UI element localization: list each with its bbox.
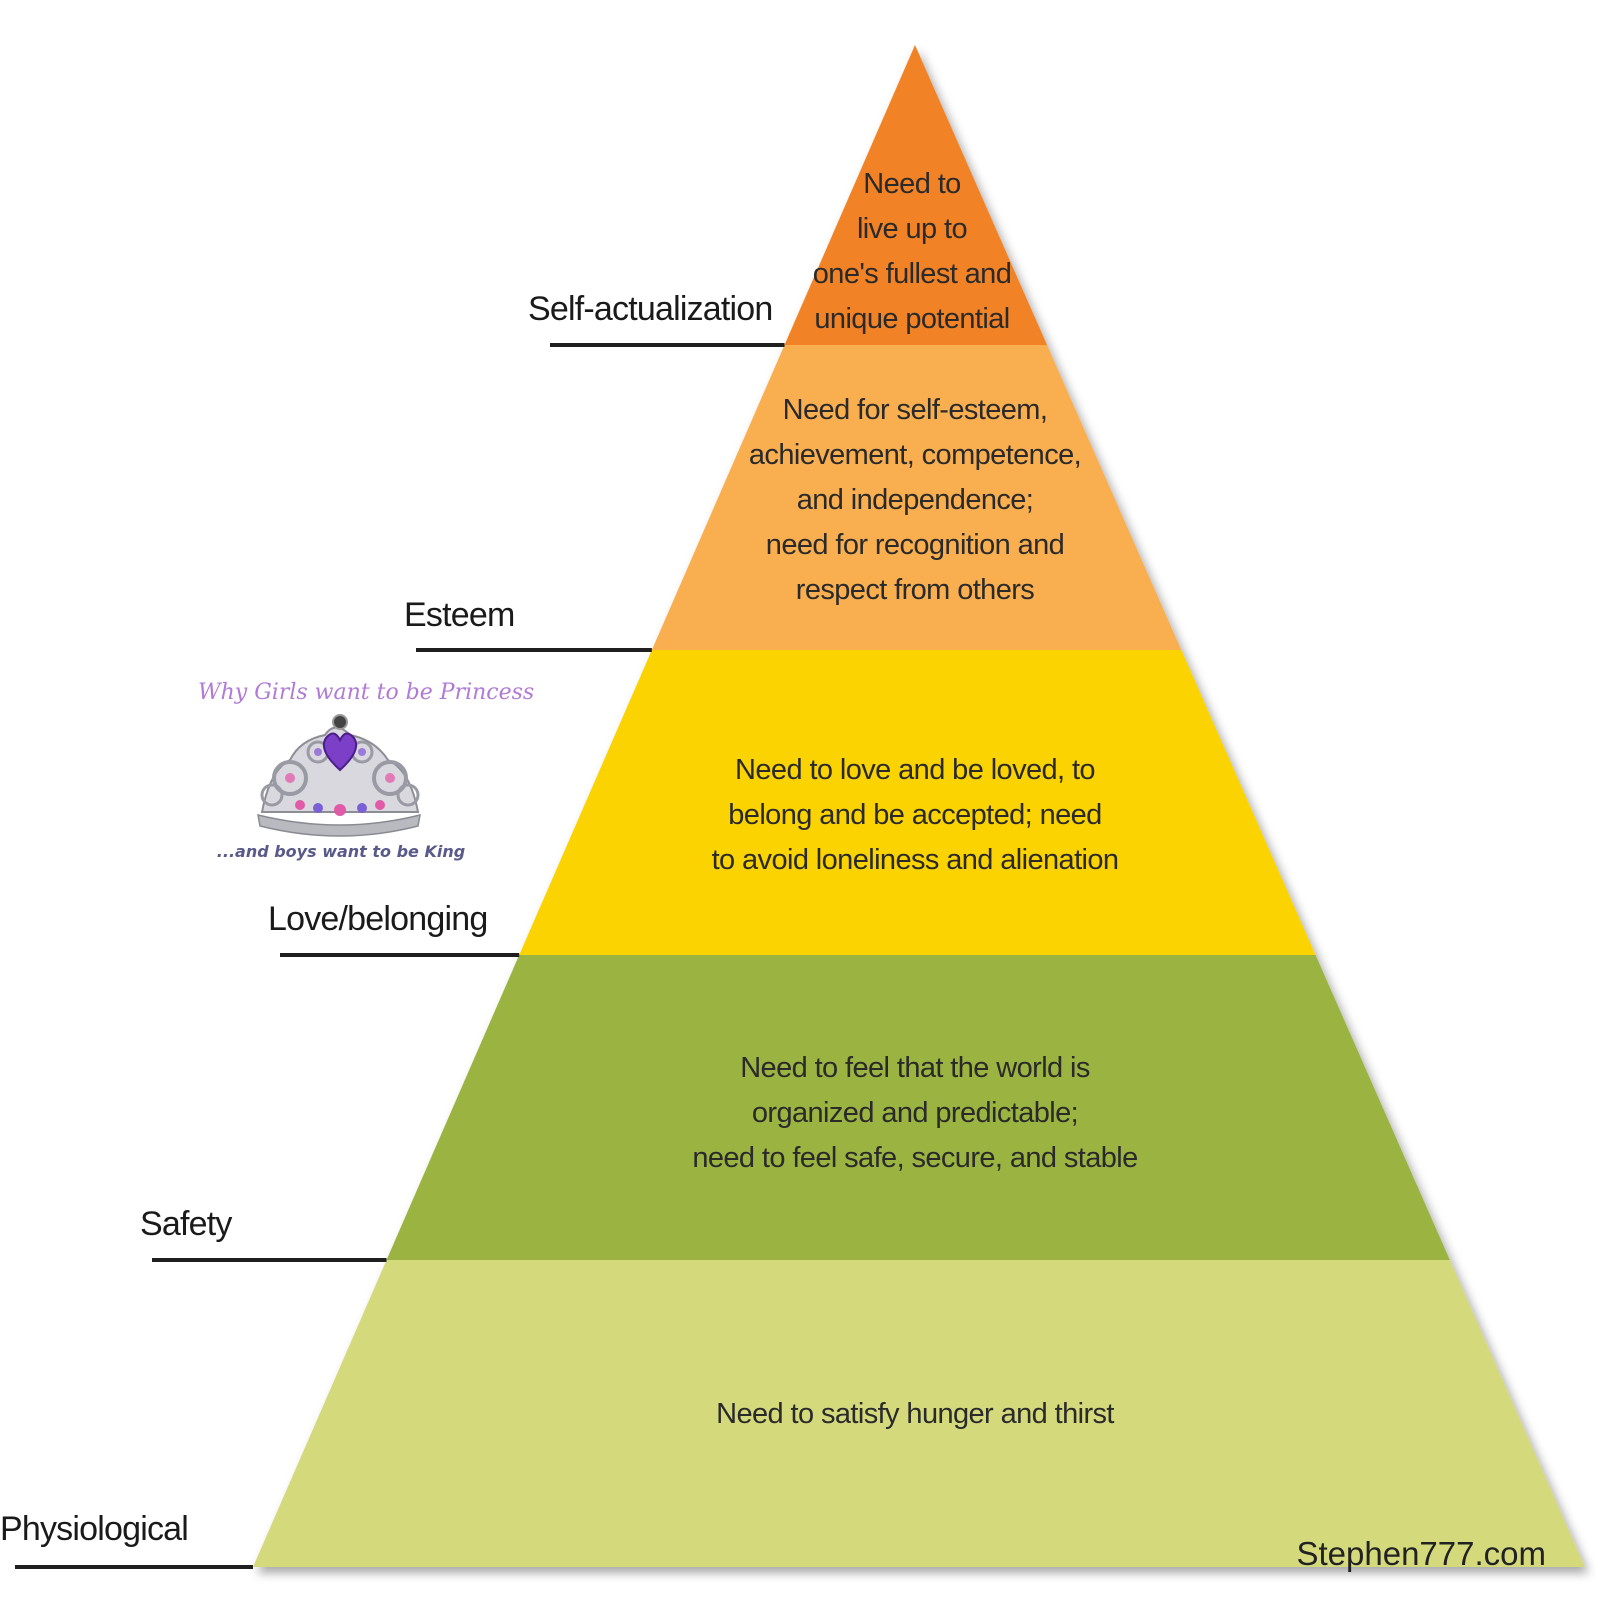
pyramid-tiers [253,45,1585,1567]
description-line: need to feel safe, secure, and stable [692,1141,1138,1174]
tier-self-actualization [784,45,1048,345]
leader-lines [15,343,785,1569]
tier-esteem-description: Need for self-esteem, achievement, compet… [748,388,1082,613]
label-self-actualization: Self-actualization [528,290,773,328]
description-line: unique potential [814,303,1010,335]
description-line: achievement, competence, [748,438,1082,471]
description-line: organized and predictable; [751,1096,1079,1129]
description-line: belong and be accepted; need [728,798,1102,831]
description-line: Need for self-esteem, [782,393,1048,426]
description-line: Need to feel that the world is [740,1051,1090,1084]
label-love-belonging: Love/belonging [268,900,488,938]
description-line: respect from others [795,573,1035,606]
tier-physiological-description: Need to satisfy hunger and thirst [716,1392,1114,1437]
description-line: live up to [856,213,968,245]
label-safety: Safety [140,1205,232,1243]
tier-esteem [651,345,1182,650]
description-line: need for recognition and [765,528,1065,561]
tier-love-belonging [519,650,1316,955]
description-line: and independence; [796,483,1034,516]
tiara-icon [257,714,421,837]
label-physiological: Physiological [0,1510,189,1548]
description-line: to avoid loneliness and alienation [711,843,1119,876]
description-line: Need to [863,168,961,200]
description-line: Need to satisfy hunger and thirst [716,1397,1114,1430]
watermark: Stephen777.com [1296,1535,1546,1572]
tier-physiological [253,1260,1585,1567]
logo-subtitle: ...and boys want to be King [216,842,466,861]
tier-safety [386,955,1450,1260]
description-line: one's fullest and [812,258,1012,290]
label-esteem: Esteem [404,596,515,634]
logo-title: Why Girls want to be Princess [198,680,535,705]
description-line: Need to love and be loved, to [735,753,1095,786]
tier-safety-description: Need to feel that the world is organized … [692,1046,1138,1181]
tier-self-actualization-description: Need to live up to one's fullest and unique… [812,162,1012,342]
tier-love-belonging-description: Need to love and be loved, to belong and … [712,748,1119,883]
